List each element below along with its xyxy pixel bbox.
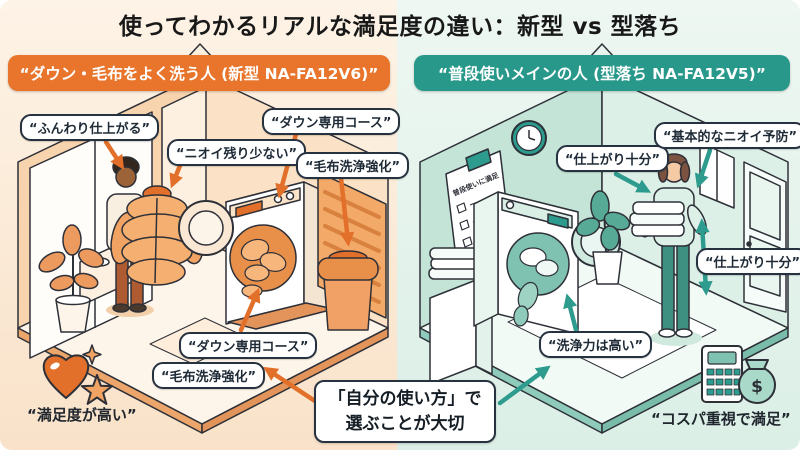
arrow-center-to-left <box>263 366 321 406</box>
dollar-sign: $ <box>751 377 763 397</box>
arrow-washing-power <box>563 293 579 333</box>
down-jacket <box>110 185 204 286</box>
clock-icon <box>511 120 547 156</box>
center-note-line2: 選ぶことが大切 <box>345 413 465 434</box>
right-plant-icon <box>575 190 631 285</box>
center-note-line1: 「自分の使い方」で <box>328 389 482 409</box>
arrow-odor-prevention <box>694 147 713 189</box>
arrow-blanket-top <box>338 175 355 247</box>
quote-high-satisfaction: “満足度が高い” <box>27 406 137 424</box>
callout-washing-power-high: “洗浄力は高い” <box>539 331 653 358</box>
left-room <box>17 73 389 434</box>
quote-cospa-satisfied: “コスパ重視で満足” <box>651 410 791 428</box>
left-plant-icon <box>38 224 105 333</box>
towel-stack <box>629 201 685 237</box>
laundry-basket <box>317 250 379 331</box>
arrow-center-to-right <box>497 365 551 406</box>
right-door <box>743 161 787 313</box>
arrow-less-odor <box>169 160 184 189</box>
arrow-down-course-bottom <box>238 287 261 333</box>
money-bag-icon: $ <box>738 359 776 404</box>
center-note-box: 「自分の使い方」で 選ぶことが大切 <box>314 380 496 444</box>
callout-finish-sufficient-top: “仕上がり十分” <box>556 145 670 172</box>
page-title: 使ってわかるリアルな満足度の違い：新型 vs 型落ち <box>118 14 682 40</box>
arrow-finish-top <box>613 171 652 193</box>
callout-fluffy-finish: “ふんわり仕上がる” <box>20 114 160 141</box>
calculator-icon <box>701 345 743 403</box>
star-icon <box>80 374 114 405</box>
callout-down-course-bottom: “ダウン専用コース” <box>179 332 318 359</box>
arrow-fluffy <box>103 139 125 170</box>
callout-basic-odor-prevention: “基本的なニオイ予防” <box>654 122 800 149</box>
satisfaction-icons <box>42 344 114 405</box>
callout-finish-sufficient-side: “仕上がり十分” <box>696 248 800 275</box>
callout-down-course-top: “ダウン専用コース” <box>262 108 401 135</box>
callout-less-odor: “ニオイ残り少ない” <box>167 139 307 166</box>
right-arrows <box>497 147 713 406</box>
left-header-banner: “ダウン・毛布をよく洗う人 (新型 NA-FA12V6)” <box>8 55 390 91</box>
right-washing-machine <box>473 191 621 335</box>
callout-blanket-boost-top: “毛布洗浄強化” <box>296 152 410 179</box>
callout-blanket-boost-bottom: “毛布洗浄強化” <box>152 362 266 389</box>
right-header-banner: “普段使いメインの人 (型落ち NA-FA12V5)” <box>414 55 790 91</box>
sparkle-icon <box>82 344 102 365</box>
